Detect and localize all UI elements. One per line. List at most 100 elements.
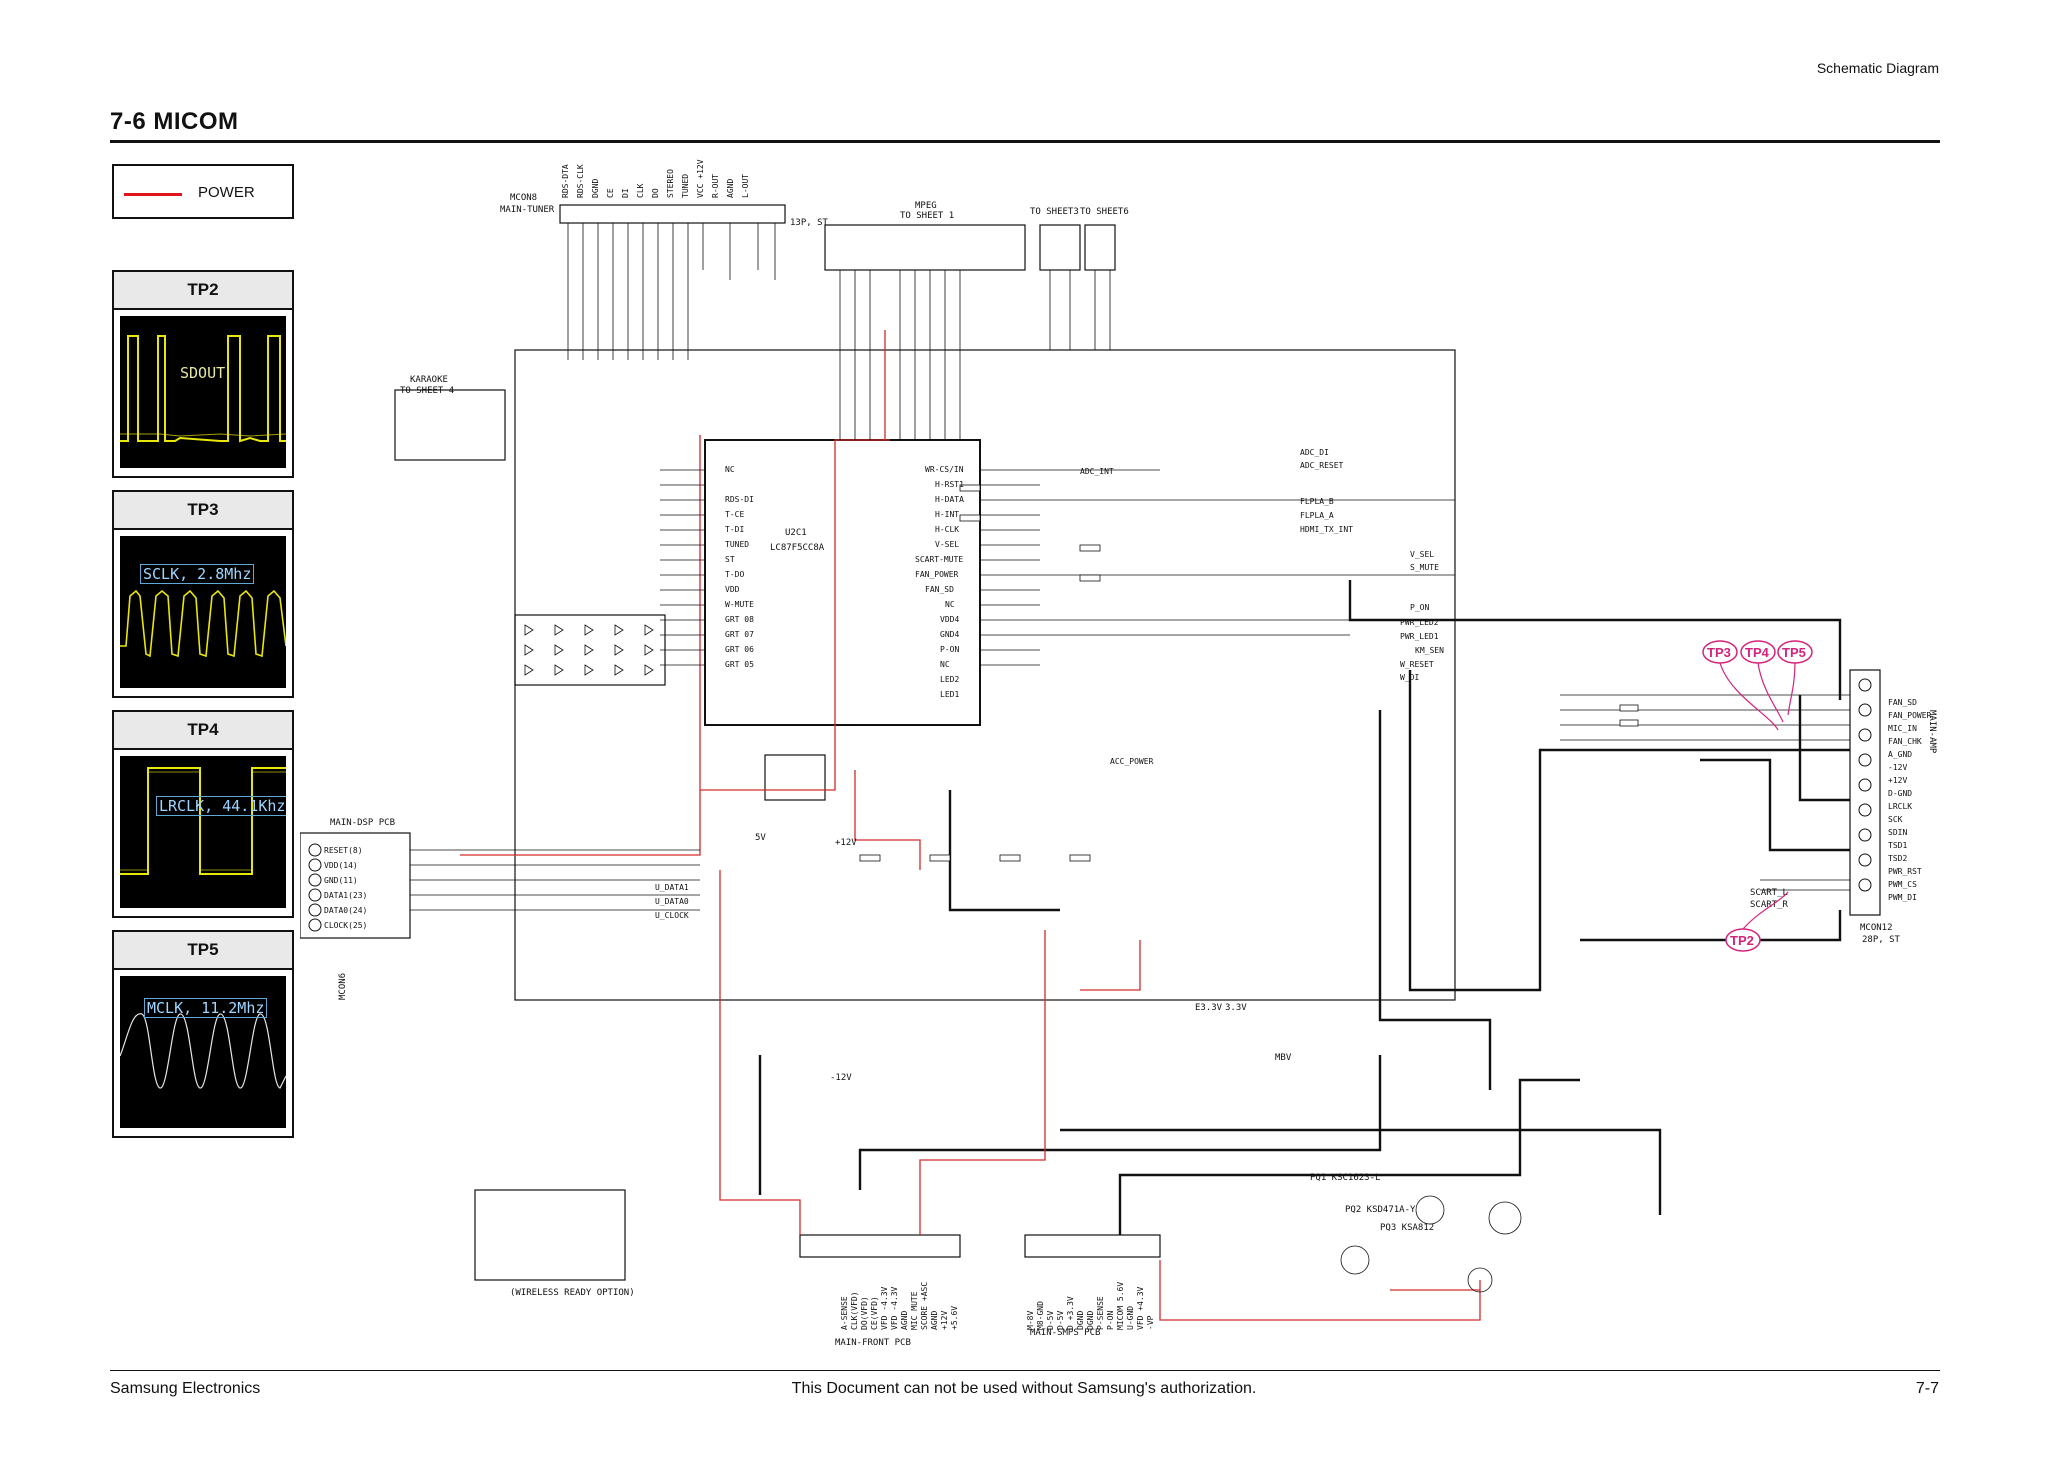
tuner-pin-3: DGND [591,179,600,198]
rail-minus12-label: -12V [830,1073,852,1083]
smps-pin-7: DGND [1086,1311,1095,1330]
micom-schematic: U2C1 LC87F5CC8A MCON8 MAIN-TUNER 13P, ST… [300,159,1937,1348]
legend-label: POWER [198,184,255,201]
rail-5v-label: 5V [755,833,766,843]
dsp-pcb-label: MAIN-DSP PCB [330,818,395,828]
front-pin-9: SCORE +ASC [920,1282,929,1330]
tuner-pin-6: CLK [636,183,645,198]
wire-bus-10 [1798,695,1850,802]
amp-connector-type: 28P, ST [1862,935,1901,945]
front-pin-3: DO(VFD) [860,1296,869,1330]
tp5-signal-label: MCLK, 11.2Mhz [144,998,268,1018]
ic-right-pin-7: SCART-MUTE [915,555,963,564]
ic-right-pin-6: V-SEL [935,540,959,549]
tp2-title: TP2 [114,272,292,310]
tp3-scope-screen: SCLK, 2.8Mhz [120,536,286,688]
tuner-pin-1: RDS-DTA [561,164,570,198]
amp-pin-9: LRCLK [1888,802,1912,811]
tp5-marker: TP5 [1782,645,1806,660]
wire-bus-9 [1700,758,1850,852]
amp-pin-14: PWR_RST [1888,867,1922,876]
footer-notice: This Document can not be used without Sa… [791,1380,1257,1397]
smps-pin-3: D-5V [1046,1311,1055,1330]
w-di-label: W_DI [1400,673,1419,682]
u-data1-label: U_DATA1 [655,883,689,892]
ic-right-pin-12: GND4 [940,630,959,639]
transistor-pq1-label: PQ1 KSC1623-L [1310,1173,1380,1183]
smps-pin-11: U-GND [1126,1306,1135,1330]
mpeg-sheet-label: TO SHEET 1 [900,211,954,221]
ic-right-pin-14: NC [940,660,950,669]
front-pin-1: A-SENSE [840,1296,849,1330]
ic-left-pin-10: GRT 08 [725,615,754,624]
ic-left-pin-6: ST [725,555,735,564]
sheet3-label: TO SHEET3 [1030,207,1079,217]
scart-r-label: SCART_R [1750,900,1789,910]
tp2-waveform [120,335,286,443]
dsp-pin-4: DATA1(23) [324,891,367,900]
ic-right-pin-3: H-DATA [935,495,964,504]
flpla-a-label: FLPLA_A [1300,511,1334,520]
tp4-title: TP4 [114,712,292,750]
tuner-connector-ref: MCON8 [510,193,537,203]
front-pin-5: VFD -4.3V [880,1286,889,1330]
tp2-marker: TP2 [1730,933,1754,948]
amp-pin-5: A_GND [1888,750,1912,759]
tuner-pin-5: DI [621,188,630,198]
front-pin-10: AGND [930,1311,939,1330]
dsp-pin-1: RESET(8) [324,846,363,855]
amp-connector-name: MAIN-AMP [1927,710,1937,754]
sheet6-block [1084,224,1116,271]
power-trace-8 [1080,940,1141,991]
amp-pin-2: FAN_POWER [1888,711,1932,720]
tuner-pin-2: RDS-CLK [576,164,585,198]
tp4-scope-screen: LRCLK, 44.1Khz [120,756,286,908]
smps-connector [1024,1234,1161,1258]
ic-right-pin-5: H-CLK [935,525,959,534]
u-clock-label: U_CLOCK [655,911,689,920]
power-trace-5 [719,870,801,1235]
rail-e33-label: E3.3V [1195,1003,1223,1013]
amp-pin-1: FAN_SD [1888,698,1917,707]
tp3-signal-label: SCLK, 2.8Mhz [140,564,255,584]
rail-mbv-label: MBV [1275,1053,1292,1063]
amp-pin-4: FAN_CHK [1888,737,1922,746]
smps-pin-10: MICOM 5.6V [1116,1282,1125,1330]
tp4-waveform [120,767,286,875]
tuner-connector [559,204,786,224]
tp4-panel: TP4 LRCLK, 44.1Khz [112,710,294,918]
wire-bus-7 [1580,910,1842,942]
ic-left-pin-12: GRT 06 [725,645,754,654]
wireless-block [474,1189,626,1281]
pwr-led2-label: PWR_LED2 [1400,618,1439,627]
pwr-led1-label: PWR_LED1 [1400,632,1439,641]
smps-pcb-label: MAIN-SMPS PCB [1030,1328,1100,1338]
front-pin-12: +5.6V [950,1306,959,1330]
tp2-signal-label: SDOUT [180,364,226,382]
tp3-panel: TP3 SCLK, 2.8Mhz [112,490,294,698]
footer-company: Samsung Electronics [110,1380,261,1397]
tp2-scope-screen: SDOUT [120,316,286,468]
amp-connector [1849,669,1881,916]
amp-pin-6: -12V [1888,763,1907,772]
tuner-connector-name: MAIN-TUNER [500,205,555,215]
tuner-pin-12: AGND [726,179,735,198]
karaoke-block [394,389,506,461]
page-number: 7-7 [1915,1380,1939,1397]
section-label: Schematic Diagram [1816,60,1939,76]
tuner-pin-9: TUNED [681,174,690,198]
ic-left-pin-1: NC [725,465,735,474]
amp-pin-12: TSD1 [1888,841,1907,850]
amp-connector-ref: MCON12 [1860,923,1893,933]
power-trace-4 [460,790,701,856]
ic-ref-label: U2C1 [785,528,807,538]
front-connector [799,1234,961,1258]
ic-right-pin-13: P-ON [940,645,959,654]
ic-left-pin-5: TUNED [725,540,749,549]
tp5-title: TP5 [114,932,292,970]
amp-pin-13: TSD2 [1888,854,1907,863]
ic-right-pin-1: WR-CS/IN [925,465,964,474]
tuner-pin-10: VCC +12V [696,159,705,198]
smps-pin-4: D-5V [1056,1311,1065,1330]
s-mute-label: S_MUTE [1410,563,1439,572]
